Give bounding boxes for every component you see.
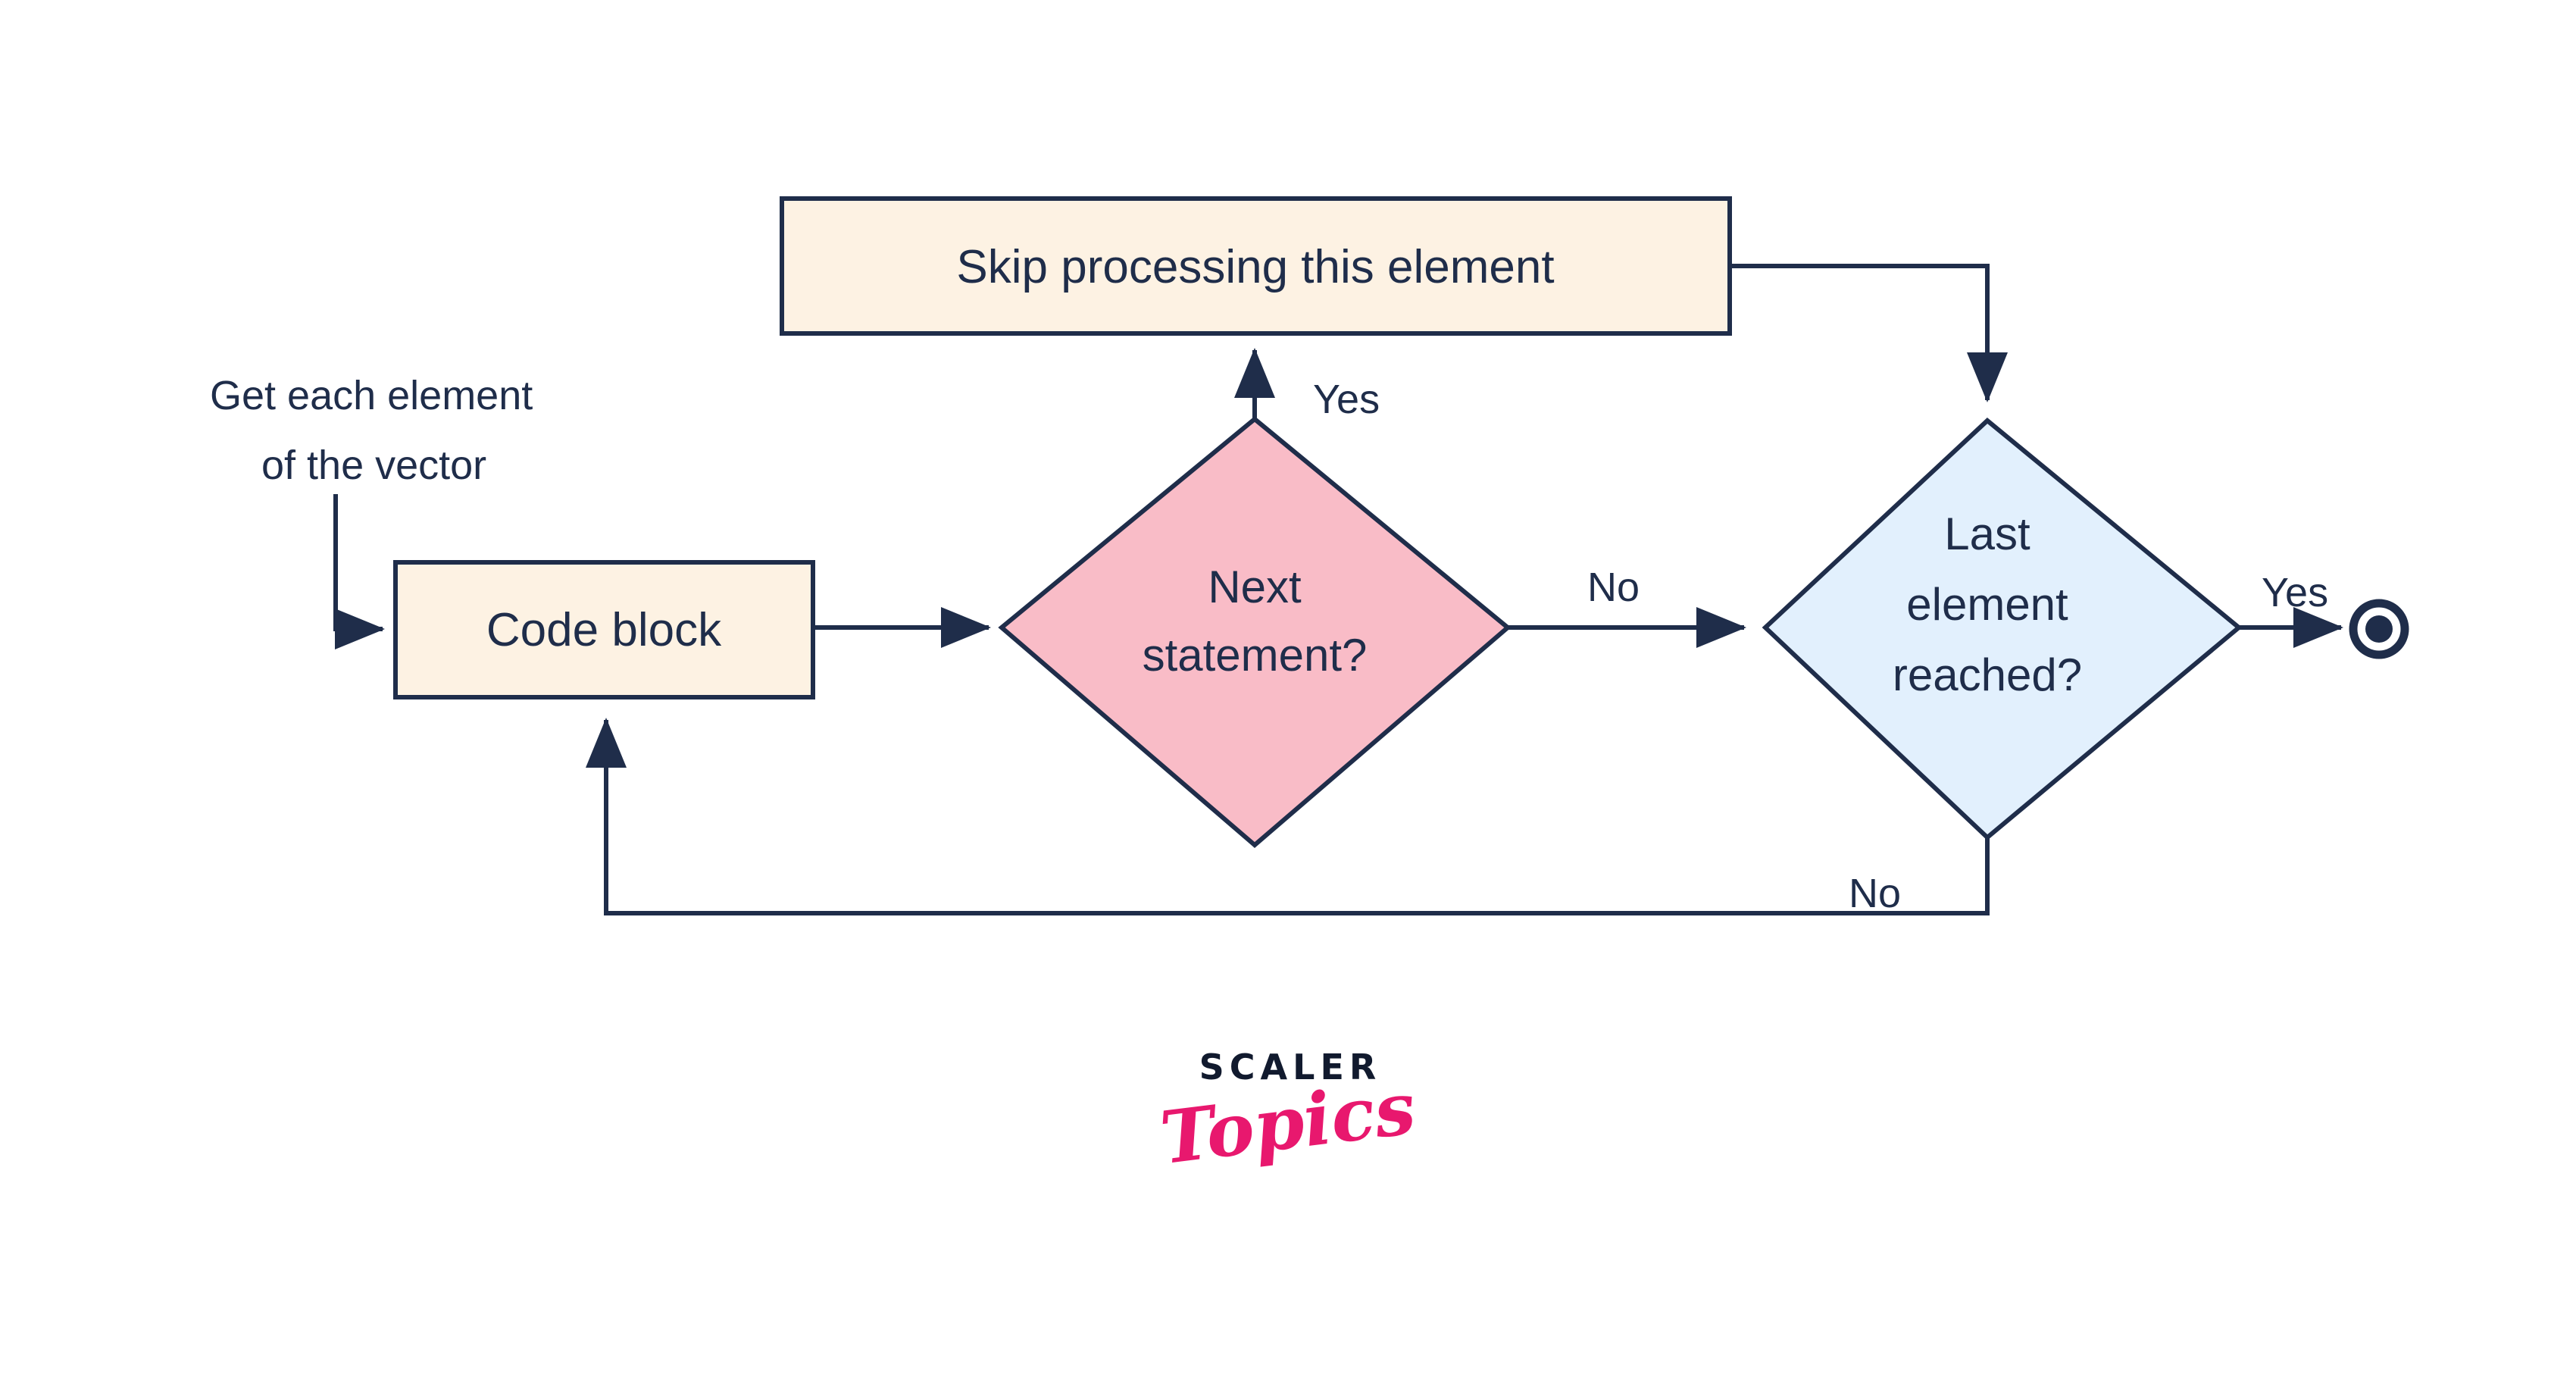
code-block-shape xyxy=(393,560,815,699)
edge-label-last-element-yes: Yes xyxy=(2262,570,2328,615)
last-element-label-line2: element xyxy=(1906,579,2068,630)
end-node-inner-dot xyxy=(2365,615,2393,643)
node-skip-processing[interactable]: Skip processing this element xyxy=(780,196,1732,336)
scaler-topics-logo: SCALER Topics xyxy=(1156,1047,1420,1213)
code-block-label: Code block xyxy=(486,604,722,656)
logo-primary-text: SCALER xyxy=(1199,1047,1382,1088)
next-statement-label-line1: Next xyxy=(1208,562,1302,612)
skip-processing-shape xyxy=(780,196,1732,336)
logo-secondary-text: Topics xyxy=(1155,1066,1420,1181)
edge-label-next-statement-no: No xyxy=(1587,565,1640,610)
next-statement-label-line2: statement? xyxy=(1143,630,1368,681)
edge-last-element-no-loop-back xyxy=(586,718,1990,915)
node-next-statement[interactable]: Next statement? xyxy=(998,416,1512,848)
last-element-label-line3: reached? xyxy=(1893,649,2082,700)
entry-note-line2: of the vector xyxy=(261,443,486,488)
entry-note-line1: Get each element xyxy=(210,373,533,418)
edge-skip-to-last-element xyxy=(1730,264,2008,402)
last-element-shape xyxy=(1762,418,2243,841)
edge-entry-to-code-block xyxy=(333,494,385,649)
last-element-label-line1: Last xyxy=(1944,509,2030,559)
node-last-element[interactable]: Last element reached? xyxy=(1762,418,2243,841)
edge-label-next-statement-yes: Yes xyxy=(1313,377,1380,422)
next-statement-shape xyxy=(998,416,1512,848)
node-code-block[interactable]: Code block xyxy=(393,560,815,699)
skip-processing-label: Skip processing this element xyxy=(956,241,1554,293)
edge-label-last-element-no: No xyxy=(1849,871,1901,916)
node-end-final-state[interactable] xyxy=(2349,599,2409,659)
